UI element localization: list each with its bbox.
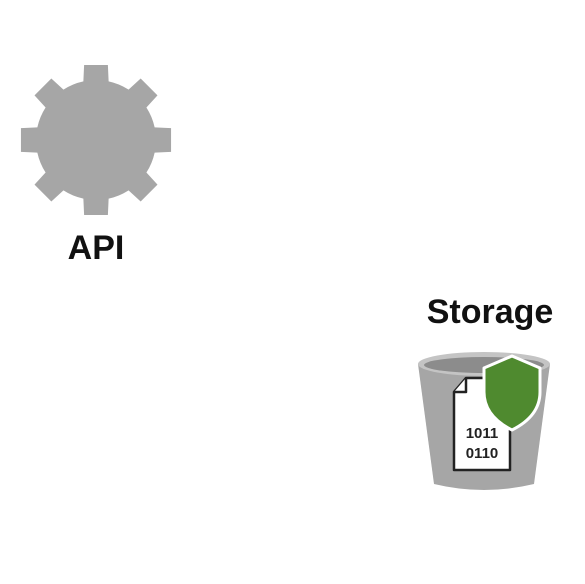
- file-line-1: 1011: [466, 425, 499, 442]
- gear-icon: [20, 64, 172, 216]
- shield-icon: [482, 354, 542, 432]
- file-line-2: 0110: [466, 445, 499, 462]
- bucket-icon: 1011 0110: [418, 352, 550, 490]
- storage-label: Storage: [426, 293, 554, 331]
- api-label: API: [67, 229, 125, 267]
- storage-node: 1011 0110: [414, 350, 554, 496]
- api-node: [18, 62, 174, 218]
